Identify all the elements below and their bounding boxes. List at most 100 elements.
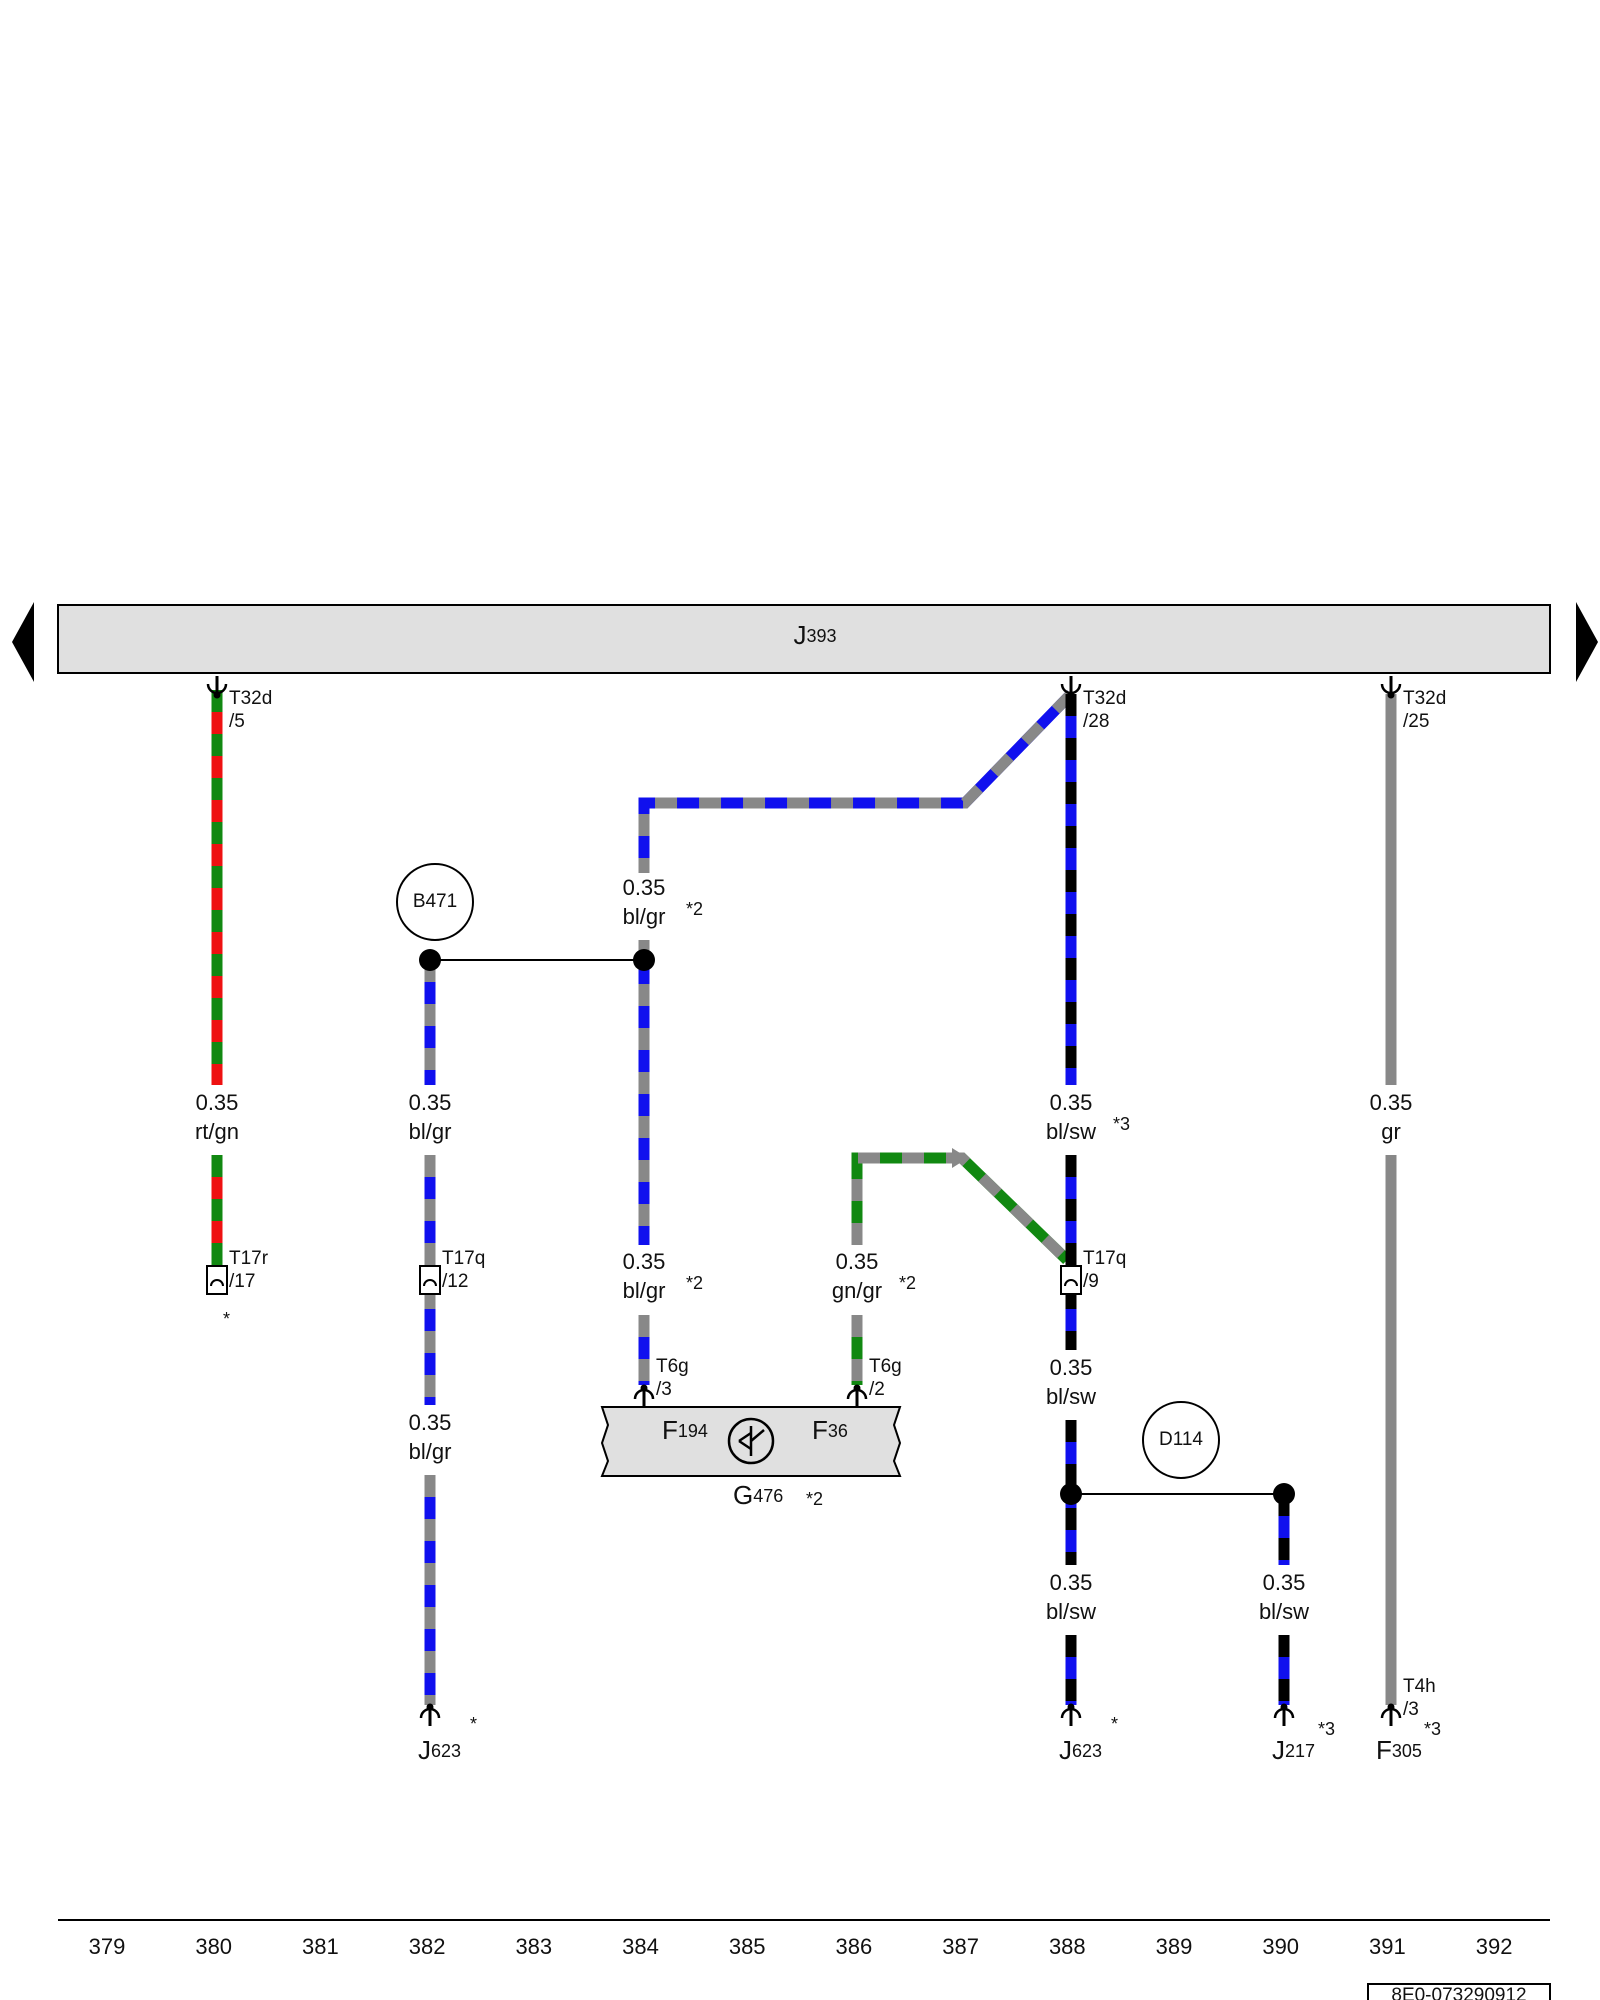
connector-t32d-28-pin: /28 [1083, 711, 1109, 732]
connector-t4h-3-icon [1380, 1703, 1402, 1726]
right-arrow-icon[interactable] [1576, 602, 1598, 682]
wire-label-384-bottom-note: *2 [686, 1273, 703, 1293]
connector-j623-b-icon [1060, 1703, 1082, 1726]
connector-t32d-5-icon [206, 676, 228, 699]
sensor-g476-label: G476 [733, 1480, 783, 1510]
wire-label-388-top-note: *3 [1113, 1114, 1130, 1134]
splice-d114-circle [1142, 1401, 1220, 1479]
connector-t17q-12-pin: /12 [442, 1271, 468, 1292]
splice-dot-390 [1273, 1483, 1295, 1505]
connector-t6g-3-pin: /3 [656, 1379, 672, 1400]
wire-label-386-note: *2 [899, 1273, 916, 1293]
connector-j623-a-icon [419, 1703, 441, 1726]
connector-t17q-9-pin: /9 [1083, 1271, 1099, 1292]
connector-t32d-28-icon [1060, 676, 1082, 699]
wire-labels-layer: 0.35rt/gn0.35bl/gr0.35bl/gr0.35bl/gr*20.… [195, 875, 1412, 1624]
splice-d114-label: D114 [1159, 1429, 1203, 1450]
column-number: 382 [409, 1934, 446, 1959]
wire-label-386-size: 0.35 [836, 1249, 879, 1274]
connector-t32d-25-icon [1380, 676, 1402, 699]
connector-t32d-25-pin: /25 [1403, 711, 1429, 732]
column-number: 381 [302, 1934, 339, 1959]
splice-b471-label: B471 [413, 891, 457, 912]
splice-dot-384 [633, 949, 655, 971]
wire-386-top-base [851, 1152, 1071, 1264]
connector-t32d-28-name: T32d [1083, 688, 1126, 709]
column-number: 385 [729, 1934, 766, 1959]
wire-label-384-top-note: *2 [686, 899, 703, 919]
sensor-symbol-icon [727, 1417, 775, 1465]
connector-t32d-5-name: T32d [229, 688, 272, 709]
connector-j217-icon [1273, 1703, 1295, 1726]
wire-384-top-stripe [638, 690, 1075, 873]
left-arrow-icon[interactable] [12, 602, 34, 682]
column-number: 384 [622, 1934, 659, 1959]
wire-label-388-top-size: 0.35 [1050, 1090, 1093, 1115]
wire-label-382-top-size: 0.35 [409, 1090, 452, 1115]
wire-label-382-bottom-size: 0.35 [409, 1410, 452, 1435]
connector-t4h-3-name: T4h [1403, 1676, 1436, 1697]
connector-t32d-5-pin: /5 [229, 711, 245, 732]
wire-386-arrowhead [952, 1148, 968, 1168]
wire-label-380-size: 0.35 [196, 1090, 239, 1115]
wire-386-top-stripe [851, 1152, 1071, 1264]
connector-t6g-2-icon [846, 1384, 868, 1407]
doc-code-box [1367, 1983, 1551, 2000]
doc-code-text: 8E0-073290912 [1391, 1985, 1526, 2000]
connector-t17q-12-icon [419, 1265, 441, 1295]
splice-dot-382 [419, 949, 441, 971]
column-number: 389 [1156, 1934, 1193, 1959]
column-number: 380 [195, 1934, 232, 1959]
wire-label-390-code: bl/sw [1259, 1599, 1309, 1624]
target-f305: F305 [1376, 1735, 1422, 1765]
target-j217: J217 [1272, 1735, 1315, 1765]
wire-label-382-bottom-code: bl/gr [409, 1439, 452, 1464]
connector-t6g-3-icon [633, 1384, 655, 1407]
target-j623-a: J623 [418, 1735, 461, 1765]
wire-label-384-bottom-size: 0.35 [623, 1249, 666, 1274]
target-j623-a-note: * [470, 1714, 477, 1734]
sensor-f194-label: F194 [662, 1415, 708, 1445]
wire-label-390-size: 0.35 [1263, 1570, 1306, 1595]
connector-t17r-17-icon [206, 1265, 228, 1295]
sensor-f36-label: F36 [812, 1415, 848, 1445]
connector-t6g-2-pin: /2 [869, 1379, 885, 1400]
target-j623-b: J623 [1059, 1735, 1102, 1765]
wire-label-380-code: rt/gn [195, 1119, 239, 1144]
wire-label-388-bottom-size: 0.35 [1050, 1570, 1093, 1595]
connector-t17r-17-pin: /17 [229, 1271, 255, 1292]
column-number: 388 [1049, 1934, 1086, 1959]
splice-b471-circle [396, 863, 474, 941]
wire-label-391-code: gr [1381, 1119, 1401, 1144]
wire-384-top-base [638, 690, 1075, 873]
connector-t32d-25-name: T32d [1403, 688, 1446, 709]
wire-label-391-size: 0.35 [1370, 1090, 1413, 1115]
target-f305-note: *3 [1424, 1719, 1441, 1739]
splice-dot-388 [1060, 1483, 1082, 1505]
column-number: 392 [1476, 1934, 1513, 1959]
sensor-note: *2 [806, 1489, 823, 1509]
wire-label-386-code: gn/gr [832, 1278, 882, 1303]
column-number: 387 [942, 1934, 979, 1959]
connector-t17q-12-name: T17q [442, 1248, 485, 1269]
wire-label-388-bottom-code: bl/sw [1046, 1599, 1096, 1624]
connector-t17r-note: * [223, 1309, 230, 1329]
control-unit-label: J393 [793, 620, 836, 650]
target-j623-b-note: * [1111, 1714, 1118, 1734]
connector-t6g-2-name: T6g [869, 1356, 902, 1377]
wire-label-384-top-size: 0.35 [623, 875, 666, 900]
wire-label-388-mid-size: 0.35 [1050, 1355, 1093, 1380]
column-number: 391 [1369, 1934, 1406, 1959]
connectors-layer: T32d/5T32d/28T32d/25T17r/17*T17q/12T17q/… [206, 676, 1446, 1726]
connector-t17q-9-icon [1060, 1265, 1082, 1295]
control-unit-bar [57, 604, 1551, 674]
connector-t17q-9-name: T17q [1083, 1248, 1126, 1269]
column-number: 390 [1262, 1934, 1299, 1959]
connector-t6g-3-name: T6g [656, 1356, 689, 1377]
wire-label-384-bottom-code: bl/gr [623, 1278, 666, 1303]
wires-layer [211, 690, 1397, 1705]
column-number: 379 [89, 1934, 126, 1959]
column-number: 386 [836, 1934, 873, 1959]
